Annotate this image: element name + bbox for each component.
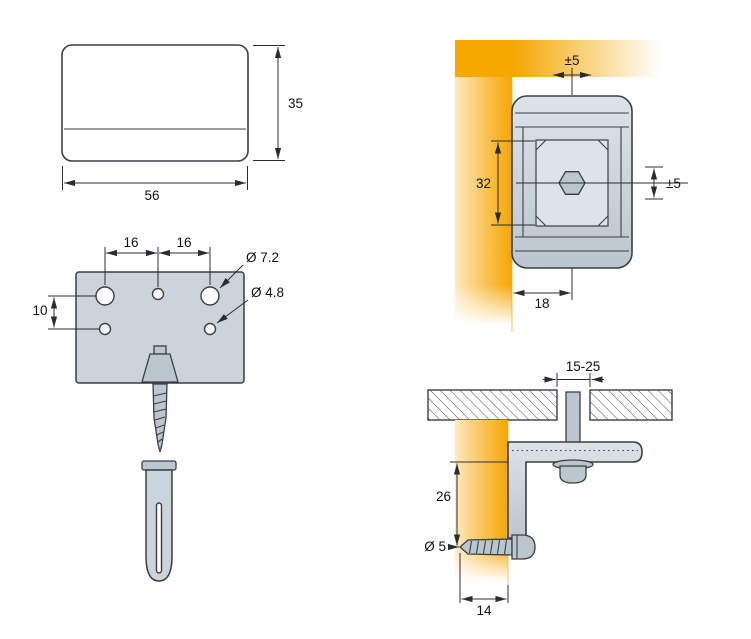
hole-small-right: [203, 322, 217, 336]
dim-wall-offset: 18: [534, 296, 549, 311]
dim-spacing-left: 16: [123, 235, 138, 250]
hook-tab: [141, 353, 179, 383]
view-mounted-front: ±5 32 ±5 18: [455, 40, 688, 332]
view-plate-face: 16 16 10 Ø 7.2 Ø 4.8: [32, 235, 284, 582]
wood-screw: [152, 383, 168, 453]
wall-top-panel: [455, 40, 661, 77]
dim-depth: 14: [476, 603, 492, 618]
dim-spacing-right: 16: [176, 235, 191, 250]
dim-lines-depth: [459, 553, 509, 603]
dim-cap-width: 56: [144, 188, 159, 203]
dim-lines-cap-width: [62, 166, 248, 190]
dim-screw-dia: Ø 5: [424, 539, 446, 554]
dim-adjust-horizontal: ±5: [565, 53, 580, 68]
wall-screw: [459, 534, 536, 560]
dim-lines-row-offset: [48, 295, 100, 330]
bracket-section-l-profile: [507, 441, 643, 539]
hole-small-left: [98, 322, 112, 336]
dim-lines-adjust-horizontal: [553, 68, 591, 95]
dim-lines-cap-height: [253, 45, 285, 161]
dim-cap-height: 35: [288, 96, 303, 111]
dim-lines-wall-offset: [513, 268, 573, 300]
dim-lines-panel-slot: [543, 373, 604, 387]
suspension-fitting-body: [511, 95, 688, 269]
cabinet-top-panel: [427, 389, 673, 421]
hole-small-center: [151, 287, 165, 301]
dim-adjust-vertical: ±5: [666, 176, 681, 191]
dim-screw-height: 26: [436, 489, 451, 504]
wall-fade: [455, 285, 512, 332]
wall-screw-head: [511, 534, 536, 560]
wall-side-panel: [455, 40, 512, 332]
dim-panel-slot: 15-25: [566, 359, 601, 374]
dim-hole-distance: 32: [476, 176, 491, 191]
hole-large-right: [200, 286, 220, 306]
view-section-side: 15-25 26 Ø 5: [424, 359, 673, 618]
hook-slot: [153, 345, 167, 355]
dim-small-hole: Ø 4.8: [251, 285, 284, 300]
dim-lines-screw-height: [450, 461, 508, 546]
dim-lines-hole-spacing: [104, 247, 211, 287]
leader-large-hole: [219, 264, 244, 289]
bolt-nut: [559, 465, 587, 484]
hole-large-left: [95, 286, 115, 306]
leader-small-hole: [216, 299, 249, 324]
dim-row-offset: 10: [32, 303, 47, 318]
inner-plate-corner-marks: [535, 139, 609, 227]
wood-screw-threads: [153, 392, 167, 443]
cap-outline: [61, 44, 249, 162]
dim-lines-hole-distance: [491, 140, 535, 226]
view-cap-front: 35 56: [61, 44, 303, 203]
dim-large-hole: Ø 7.2: [246, 250, 279, 265]
wall-screw-threads: [468, 539, 508, 555]
dim-lines-adjust-vertical: [645, 166, 663, 200]
plug-expansion-slot: [155, 502, 163, 574]
wall-plug: [141, 460, 177, 582]
